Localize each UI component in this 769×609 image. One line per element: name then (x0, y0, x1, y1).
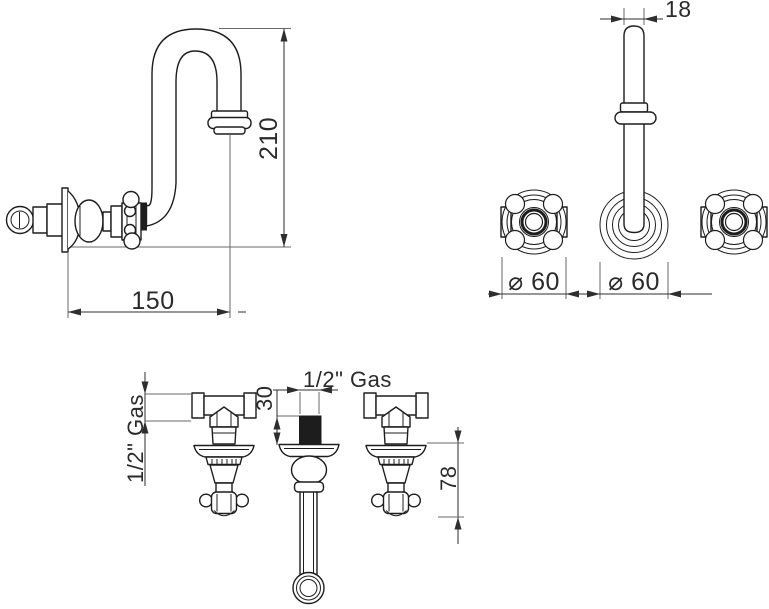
dimension-handle-diameter-label: ⌀ 60 (508, 268, 560, 296)
plan-right-valve (363, 392, 429, 517)
spout-pipe (623, 25, 645, 234)
plan-left-valve (191, 392, 257, 517)
dimension-spout-thread: 1/2" Gas 30 (252, 367, 392, 445)
dimension-pipe-width-18: 18 (600, 0, 692, 25)
dimension-height-label: 210 (255, 117, 283, 160)
dimension-pipe-width-label: 18 (665, 0, 692, 22)
dimension-depth-78: 78 (427, 427, 464, 544)
dimension-reach-label: 150 (131, 287, 174, 315)
front-left-handle (499, 188, 569, 256)
side-view: 210 150 (5, 28, 291, 318)
side-valve-assembly (5, 187, 147, 253)
dimension-reach-150: 150 (67, 135, 246, 318)
spout-threaded-inlet (299, 415, 322, 446)
dimension-inlet-thread: 1/2" Gas (123, 372, 191, 486)
dimension-spout-thread-label: 1/2" Gas (303, 367, 392, 392)
dimension-rosette-diameter-label: ⌀ 60 (608, 268, 660, 296)
dimension-diameters-60: ⌀ 60 ⌀ 60 (488, 257, 712, 299)
spout-collar (614, 102, 657, 125)
spout-union (140, 202, 147, 231)
dimension-height-210: 210 (219, 28, 291, 247)
front-view: 18 ⌀ 60 ⌀ 60 (488, 0, 769, 299)
dimension-depth-label: 78 (436, 466, 461, 491)
plan-spout (278, 415, 340, 605)
dimension-inlet-thread-label: 1/2" Gas (123, 394, 148, 483)
dimension-thread-length-label: 30 (252, 386, 277, 411)
spout-aerator (207, 110, 252, 135)
swan-neck-spout (145, 28, 242, 227)
plan-view: 1/2" Gas 1/2" Gas 30 78 (123, 367, 464, 605)
front-right-handle (699, 188, 769, 256)
